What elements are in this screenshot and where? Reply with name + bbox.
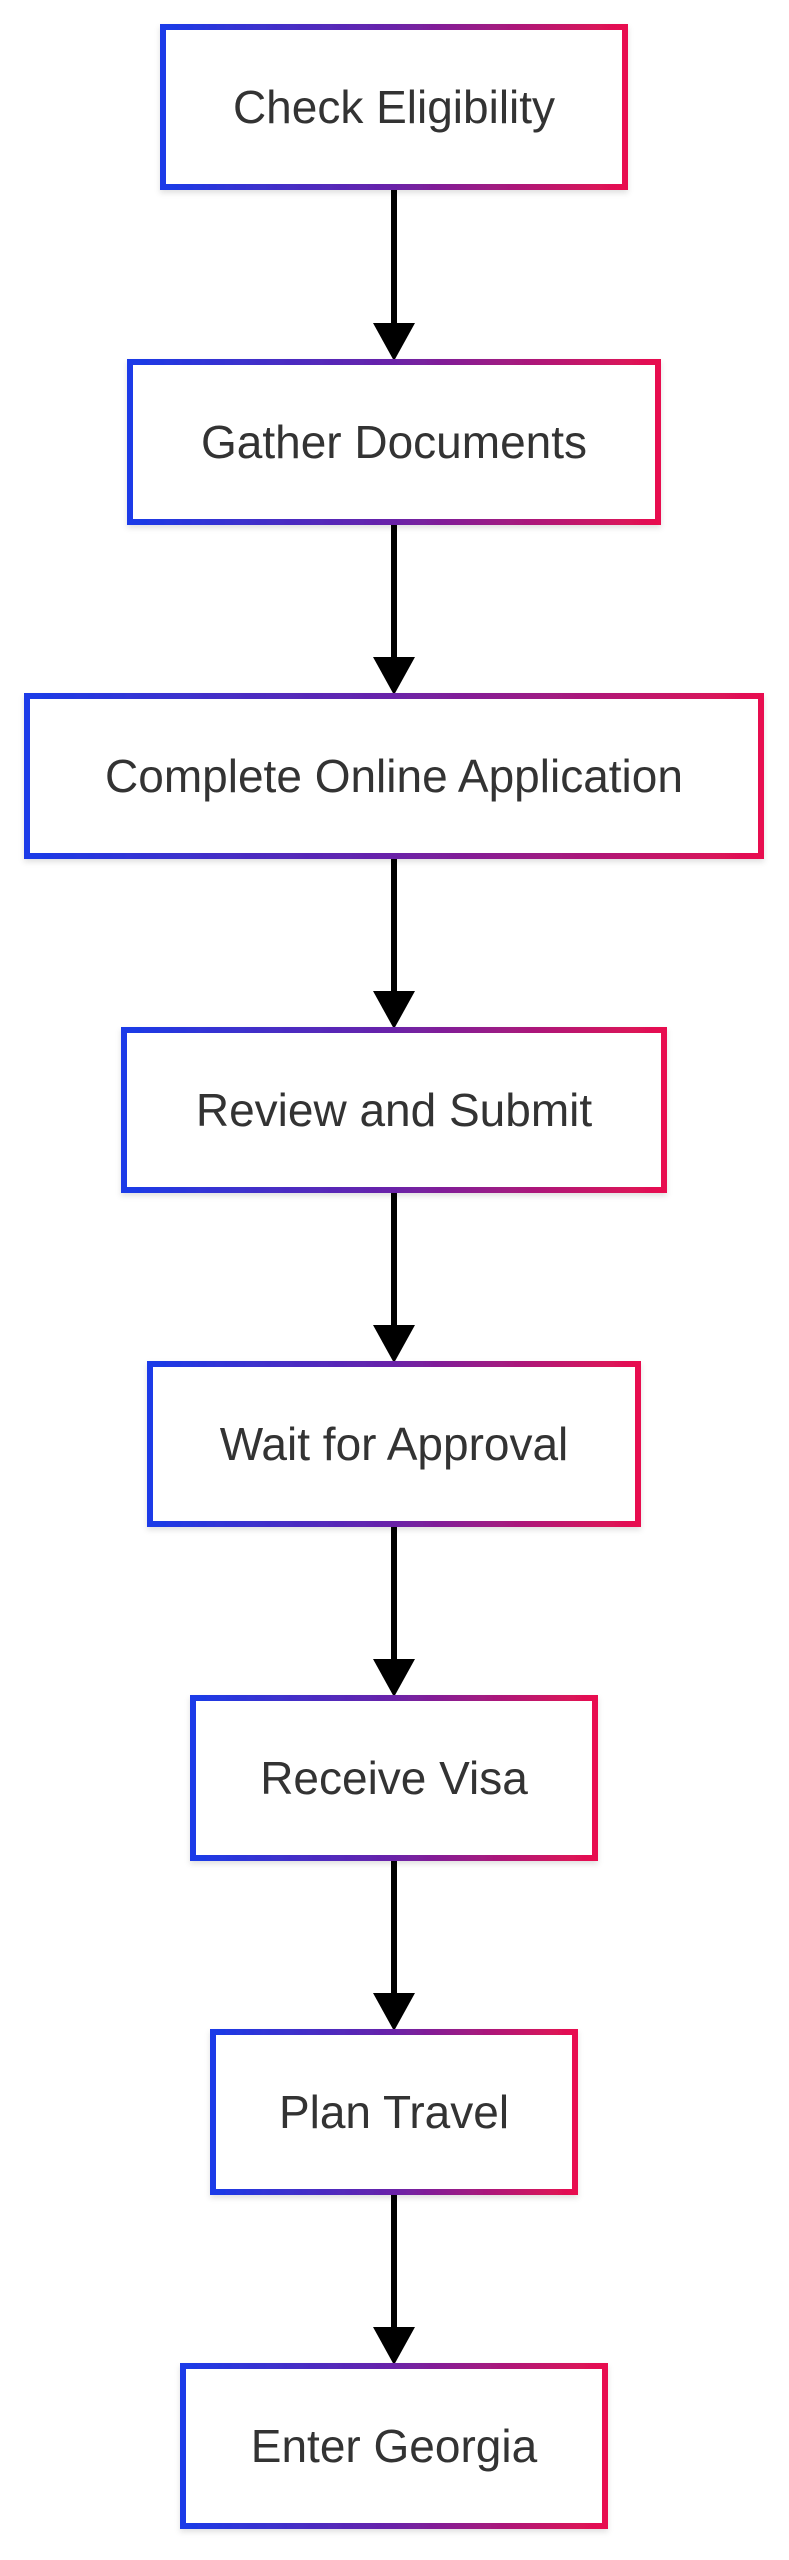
node-label: Complete Online Application (105, 750, 683, 802)
edges-layer (373, 187, 415, 2365)
node-gather-documents: Gather Documents (127, 359, 661, 525)
edge-complete-online-application-to-review-and-submit (373, 856, 415, 1029)
edge-gather-documents-to-complete-online-application (373, 522, 415, 695)
node-label: Wait for Approval (220, 1418, 569, 1470)
node-wait-for-approval: Wait for Approval (147, 1361, 641, 1527)
node-label: Check Eligibility (233, 81, 555, 133)
node-label: Gather Documents (201, 416, 587, 468)
node-label: Review and Submit (196, 1084, 593, 1136)
node-box (180, 2363, 608, 2529)
node-box (127, 359, 661, 525)
node-check-eligibility: Check Eligibility (160, 24, 628, 190)
node-enter-georgia: Enter Georgia (180, 2363, 608, 2529)
node-receive-visa: Receive Visa (190, 1695, 598, 1861)
node-complete-online-application: Complete Online Application (24, 693, 764, 859)
node-label: Enter Georgia (251, 2420, 538, 2472)
edge-check-eligibility-to-gather-documents (373, 187, 415, 361)
edge-wait-for-approval-to-receive-visa (373, 1524, 415, 1697)
edge-receive-visa-to-plan-travel (373, 1858, 415, 2031)
edge-plan-travel-to-enter-georgia (373, 2192, 415, 2365)
arrowhead-icon (373, 657, 415, 695)
edge-review-and-submit-to-wait-for-approval (373, 1190, 415, 1363)
node-box (147, 1361, 641, 1527)
node-review-and-submit: Review and Submit (121, 1027, 667, 1193)
arrowhead-icon (373, 323, 415, 361)
node-box (24, 693, 764, 859)
arrowhead-icon (373, 2327, 415, 2365)
arrowhead-icon (373, 1659, 415, 1697)
node-label: Receive Visa (260, 1752, 528, 1804)
node-box (160, 24, 628, 190)
arrowhead-icon (373, 991, 415, 1029)
node-label: Plan Travel (279, 2086, 509, 2138)
node-plan-travel: Plan Travel (210, 2029, 578, 2195)
node-box (210, 2029, 578, 2195)
node-box (190, 1695, 598, 1861)
arrowhead-icon (373, 1325, 415, 1363)
node-box (121, 1027, 667, 1193)
arrowhead-icon (373, 1993, 415, 2031)
